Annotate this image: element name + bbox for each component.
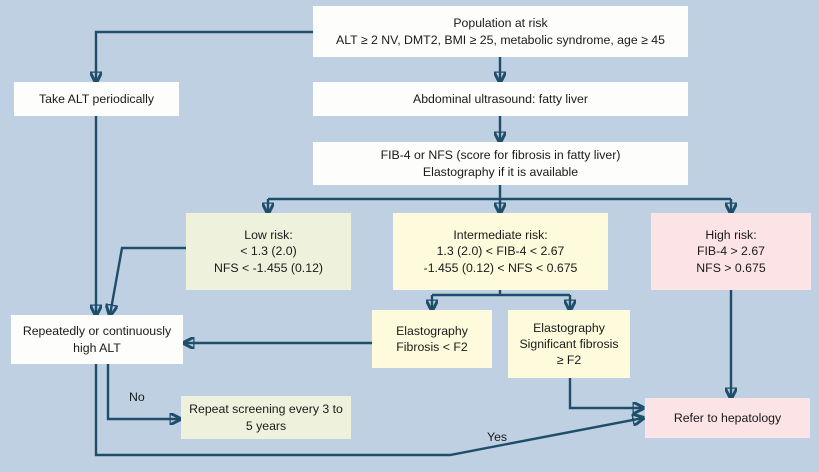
node-take-alt-periodically[interactable]: Take ALT periodically xyxy=(14,82,179,116)
node-population-at-risk[interactable]: Population at risk ALT ≥ 2 NV, DMT2, BMI… xyxy=(313,6,688,57)
node-elastography-fibrosis-low[interactable]: Elastography Fibrosis < F2 xyxy=(372,310,492,368)
node-repeat-screening[interactable]: Repeat screening every 3 to 5 years xyxy=(181,396,351,439)
edge-repeat-high-alt-no-branch xyxy=(106,364,180,419)
edge-low-risk-to-repeat-high-alt xyxy=(110,246,186,315)
edge-label-yes: Yes xyxy=(487,430,508,444)
edge-label-no: No xyxy=(129,390,145,404)
node-abdominal-ultrasound[interactable]: Abdominal ultrasound: fatty liver xyxy=(313,82,688,116)
node-high-risk[interactable]: High risk: FIB-4 > 2.67 NFS > 0.675 xyxy=(651,213,811,290)
edge-elasto-high-to-referral xyxy=(568,378,643,408)
node-refer-to-hepatology[interactable]: Refer to hepatology xyxy=(645,398,810,438)
node-repeatedly-high-alt[interactable]: Repeatedly or continuously high ALT xyxy=(11,315,183,364)
node-fib4-or-nfs[interactable]: FIB-4 or NFS (score for fibrosis in fatt… xyxy=(313,142,688,185)
node-elastography-significant-fibrosis[interactable]: Elastography Significant fibrosis ≥ F2 xyxy=(508,310,630,378)
node-intermediate-risk[interactable]: Intermediate risk: 1.3 (2.0) < FIB-4 < 2… xyxy=(393,213,608,290)
edge-repeat-high-alt-yes-branch xyxy=(94,364,643,457)
edge-population-to-take-alt xyxy=(96,30,313,82)
node-low-risk[interactable]: Low risk: < 1.3 (2.0) NFS < -1.455 (0.12… xyxy=(186,213,351,290)
